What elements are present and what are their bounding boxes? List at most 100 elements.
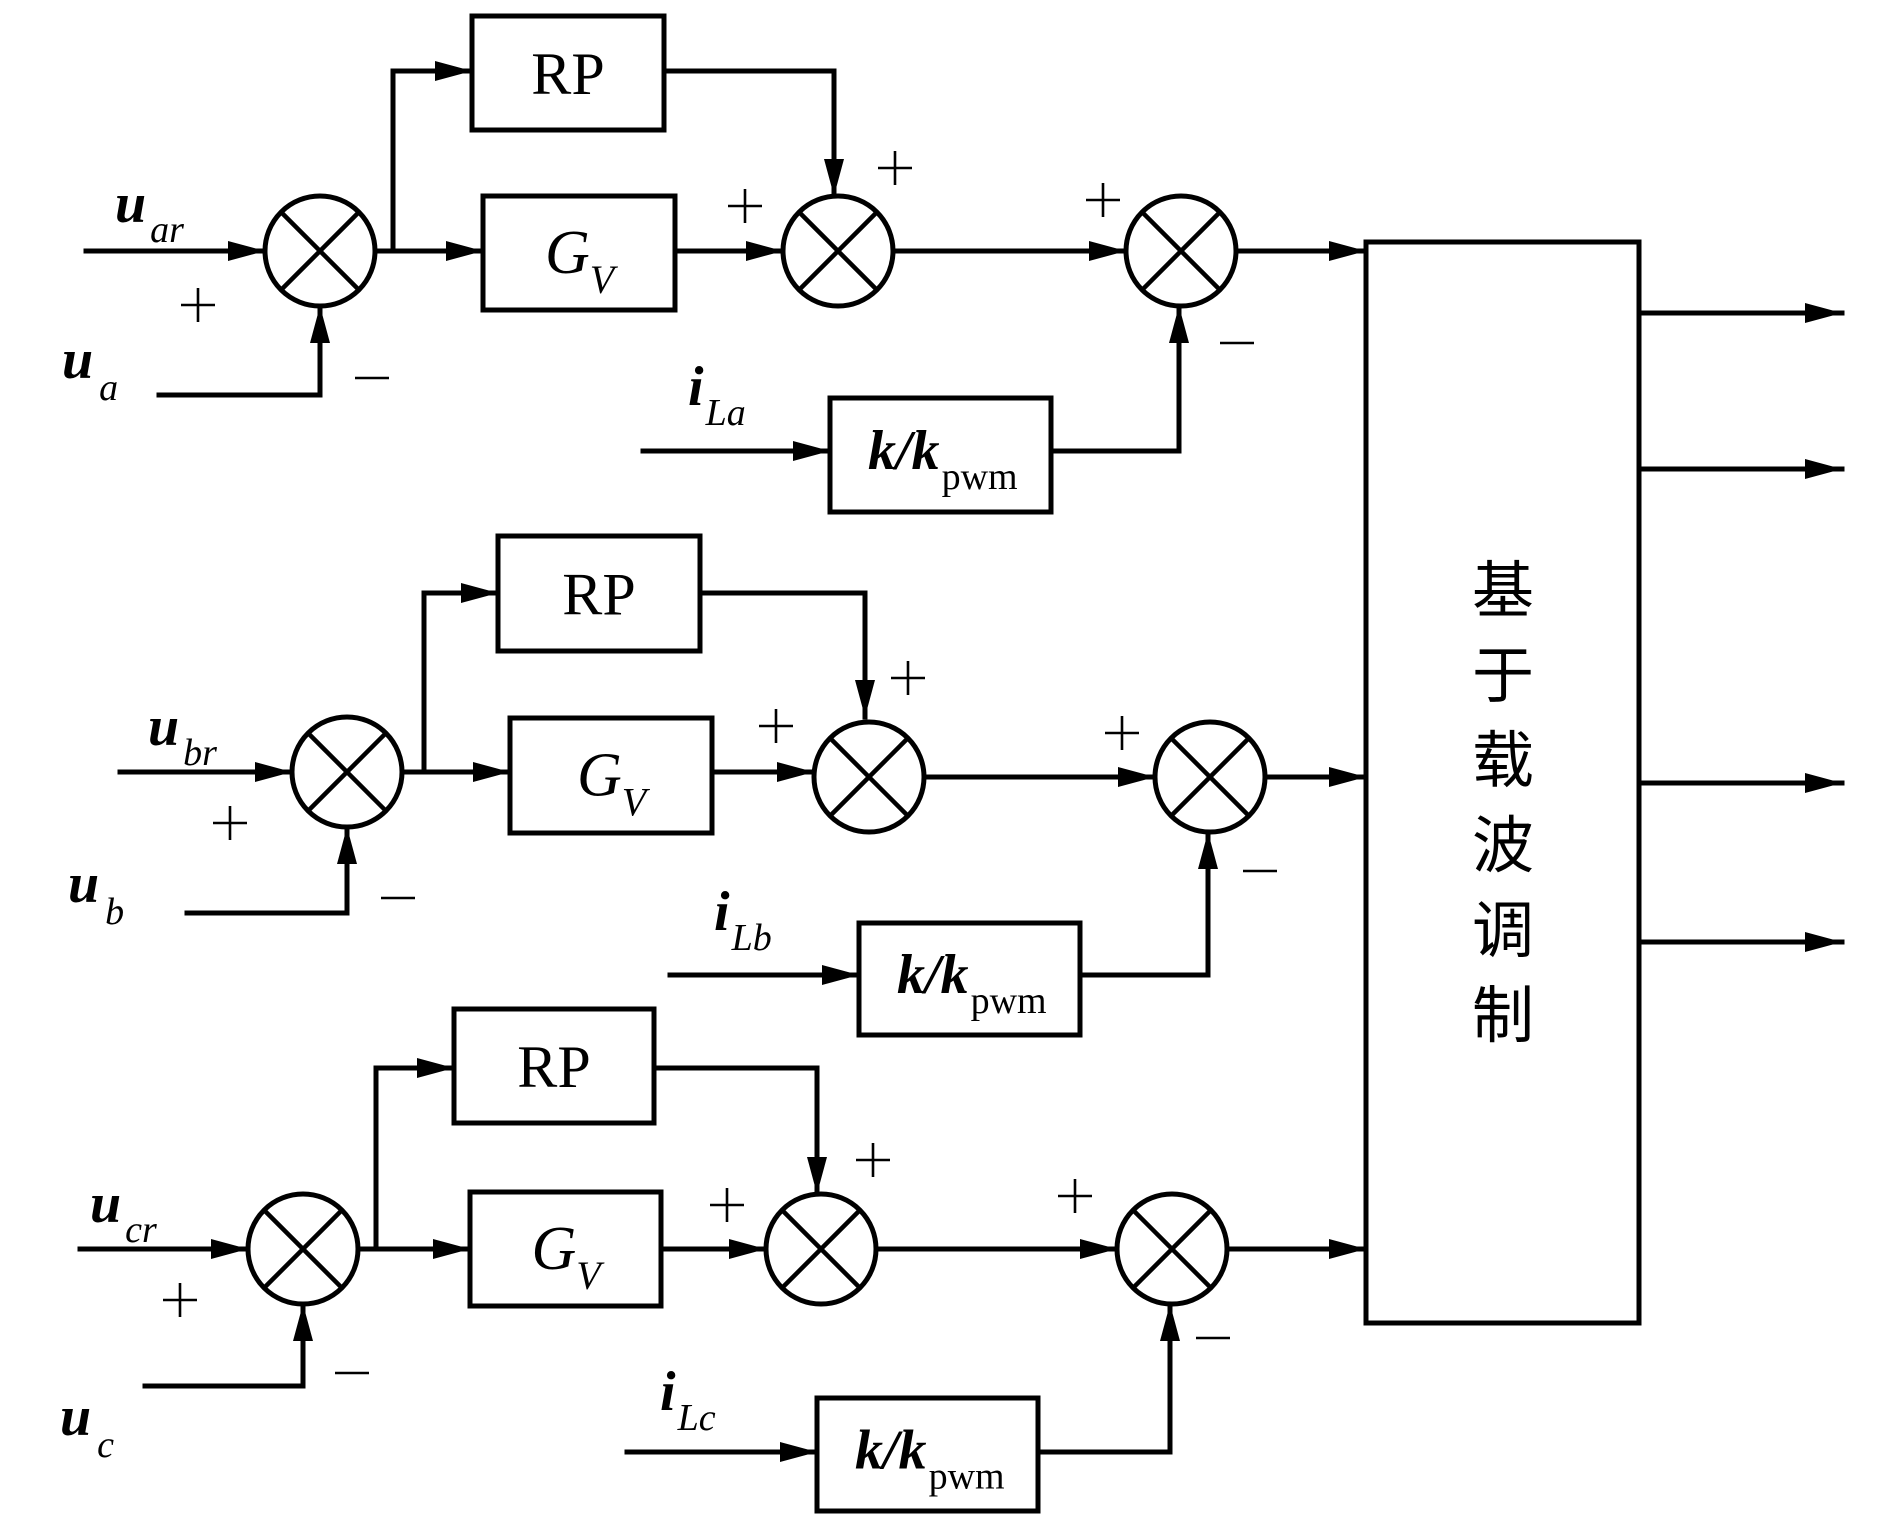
rp-controller-block [451, 1006, 657, 1126]
current-gain-label-subscript: pwm [942, 456, 1018, 498]
cross-icon [279, 210, 361, 292]
controller-summing-junction [780, 193, 896, 309]
current-summing-junction [1114, 1191, 1230, 1307]
modulation-label-char: 于 [1472, 639, 1534, 712]
rp-block-label: RP [531, 41, 604, 107]
arrowhead-icon [1329, 767, 1366, 787]
arrowhead-icon [293, 1304, 313, 1341]
arrowhead-icon [433, 1239, 470, 1259]
sum3-input-sign [1105, 716, 1139, 750]
reference-label-subscript: ar [150, 209, 184, 251]
gv-block-label-subscript: V [576, 1253, 605, 1298]
feedback-voltage-label-main: u [68, 853, 99, 915]
arrowhead-icon [337, 827, 357, 864]
sum3-input-sign [1058, 1179, 1092, 1213]
current-gain-block [827, 395, 1054, 515]
inductor-current-label: iLc [660, 1361, 716, 1439]
sum1-reference-sign [163, 1283, 197, 1317]
feedback-voltage-label-subscript: b [105, 891, 124, 933]
arrowhead-icon [211, 1239, 248, 1259]
gv-block-label-main: G [545, 219, 590, 287]
sum1-reference-sign [213, 806, 247, 840]
arrowhead-icon [780, 1442, 817, 1462]
inductor-current-label-subscript: Lb [731, 917, 772, 959]
sum2-rp-sign [891, 661, 925, 695]
current-gain-block [856, 920, 1083, 1038]
rp-controller-block [469, 13, 667, 133]
sum2-gv-sign [710, 1188, 744, 1222]
modulation-outputs [1636, 303, 1845, 952]
arrowhead-icon [310, 306, 330, 343]
gv-controller-block [480, 193, 678, 313]
arrowhead-icon [255, 762, 292, 782]
arrowhead-icon [1118, 767, 1155, 787]
feedback-voltage-label-subscript: a [99, 367, 118, 409]
rp-block-label: RP [517, 1034, 590, 1100]
arrowhead-icon [1805, 459, 1842, 479]
cross-icon [1169, 736, 1251, 818]
arrowhead-icon [1160, 1304, 1180, 1341]
reference-label-main: u [90, 1173, 121, 1235]
sum2-gv-sign [728, 189, 762, 223]
arrowhead-icon [461, 583, 498, 603]
gain-to-sum3-line [1048, 303, 1182, 454]
feedback-voltage-label-main: u [62, 329, 93, 391]
current-gain-label: k/kpwm [855, 1420, 1005, 1498]
rp-to-sum2-line [697, 590, 868, 720]
arrowhead-icon [1198, 832, 1218, 869]
inductor-current-label: iLa [688, 356, 746, 434]
current-gain-label: k/kpwm [897, 944, 1047, 1022]
arrowhead-icon [446, 241, 483, 261]
arrowhead-icon [824, 159, 844, 196]
reference-label-subscript: br [183, 732, 217, 774]
arrowhead-icon [435, 61, 472, 81]
current-gain-label-subscript: pwm [971, 980, 1047, 1022]
feedback-voltage-label-main: u [60, 1386, 91, 1448]
rp-to-sum2-line [661, 68, 837, 199]
gv-block-label: GV [577, 742, 651, 825]
arrowhead-icon [1329, 1239, 1366, 1259]
inductor-current-label: iLb [714, 881, 772, 959]
controller-summing-junction [811, 719, 927, 835]
arrowhead-icon [1089, 241, 1126, 261]
arrowhead-icon [855, 680, 875, 717]
inductor-current-label-subscript: La [705, 392, 746, 434]
current-gain-label-main: k/k [855, 1420, 927, 1482]
cross-icon [797, 210, 879, 292]
arrowhead-icon [822, 965, 859, 985]
arrowhead-icon [1169, 306, 1189, 343]
cross-icon [1140, 210, 1222, 292]
gv-block-label-main: G [577, 742, 622, 810]
inductor-current-label-main: i [714, 881, 730, 943]
rp-controller-block [495, 533, 703, 654]
rp-block-label: RP [562, 562, 635, 628]
gv-block-label: GV [545, 219, 619, 302]
current-gain-label-main: k/k [868, 420, 940, 482]
arrowhead-icon [777, 762, 814, 782]
inductor-current-label-subscript: Lc [677, 1397, 716, 1439]
rp-to-sum2-line [651, 1065, 820, 1197]
arrowhead-icon [1805, 303, 1842, 323]
arrowhead-icon [228, 241, 265, 261]
current-gain-label-main: k/k [897, 944, 969, 1006]
sum1-reference-sign [181, 288, 215, 322]
sum2-rp-sign [878, 151, 912, 185]
cross-icon [262, 1208, 344, 1290]
arrowhead-icon [1080, 1239, 1117, 1259]
modulation-label-char: 制 [1472, 979, 1534, 1052]
gv-block-label-subscript: V [622, 780, 651, 825]
modulation-label-char: 基 [1472, 554, 1534, 627]
gain-to-sum3-line [1077, 829, 1211, 978]
sum3-input-sign [1086, 183, 1120, 217]
